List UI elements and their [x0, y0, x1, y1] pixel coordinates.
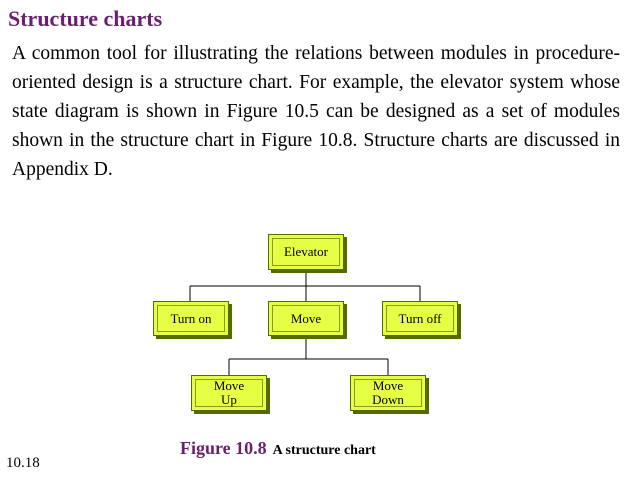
node-elevator: Elevator	[268, 234, 344, 270]
node-move: Move	[268, 301, 344, 336]
node-turn-off: Turn off	[382, 301, 458, 336]
slide-title: Structure charts	[8, 6, 163, 31]
page-number: 10.18	[6, 455, 40, 471]
node-turn-on: Turn on	[153, 301, 229, 336]
node-move-up: Move Up	[191, 375, 267, 411]
figure-caption-text: A structure chart	[272, 443, 376, 458]
figure-caption: Figure 10.8 A structure chart	[180, 438, 376, 459]
node-move-down: Move Down	[350, 375, 426, 411]
body-paragraph: A common tool for illustrating the relat…	[12, 43, 620, 180]
figure-number: Figure 10.8	[180, 438, 267, 458]
